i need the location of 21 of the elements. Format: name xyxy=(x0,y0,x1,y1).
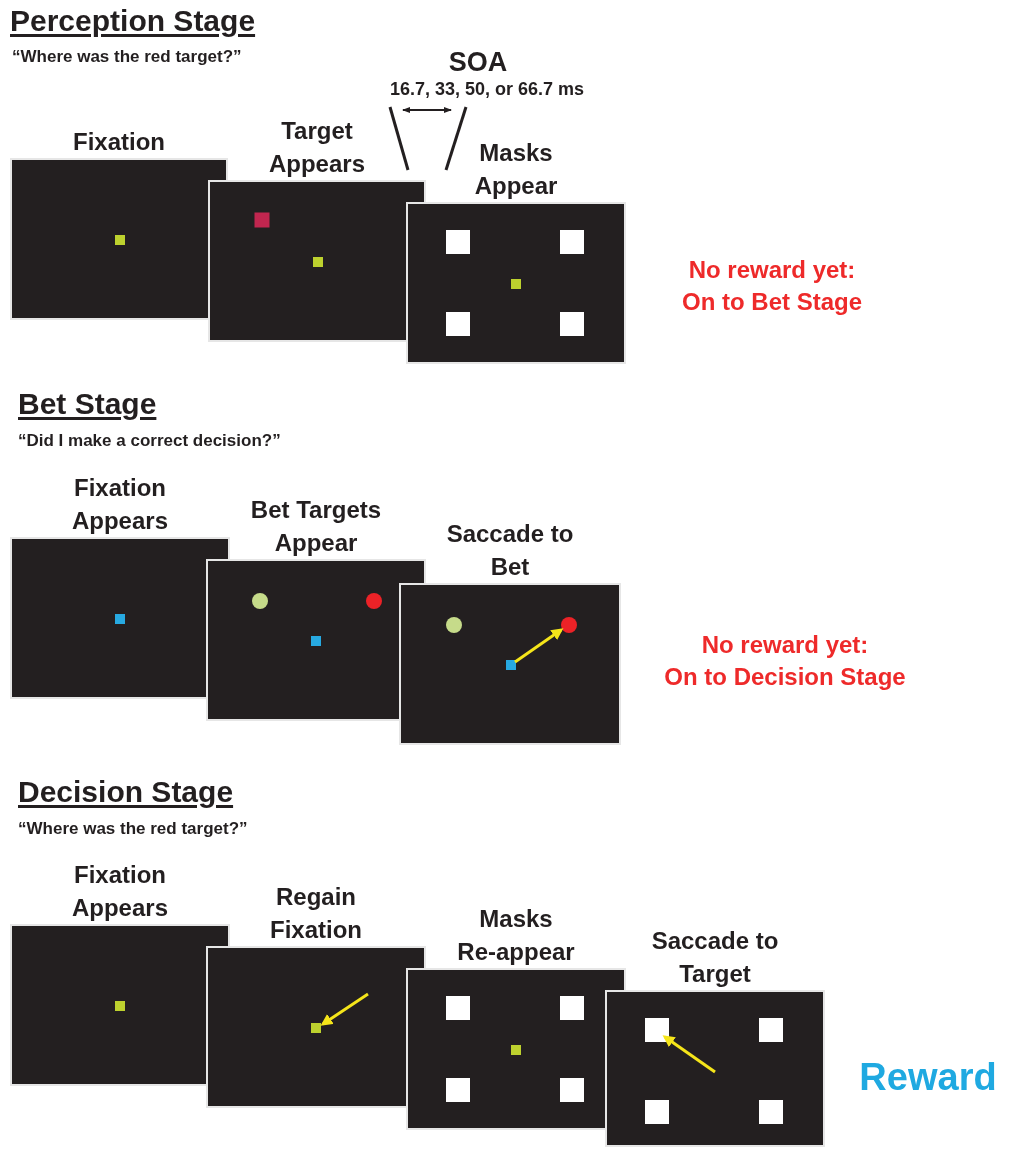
soa-values: 16.7, 33, 50, or 66.7 ms xyxy=(388,78,586,101)
stage-title: Perception Stage xyxy=(10,3,256,39)
screen-heading: Masks Appear xyxy=(473,137,559,201)
reward-text: Reward xyxy=(858,1055,998,1100)
screen-heading: Fixation Appears xyxy=(70,859,169,923)
outcome-note: No reward yet: On to Decision Stage xyxy=(663,630,907,693)
screen-heading: Target Appears xyxy=(267,115,366,179)
screen-heading: Fixation xyxy=(72,126,166,157)
soa-title: SOA xyxy=(447,46,509,79)
stage-title: Decision Stage xyxy=(18,774,234,810)
stage-question: “Where was the red target?” xyxy=(12,46,242,68)
screen-heading: Masks Re-appear xyxy=(456,903,576,967)
outcome-note: No reward yet: On to Bet Stage xyxy=(681,255,863,318)
screen-heading: Bet Targets Appear xyxy=(249,494,383,558)
screen-heading: Saccade to Bet xyxy=(445,518,575,582)
screen-heading: Regain Fixation xyxy=(269,881,363,945)
stage-question: “Where was the red target?” xyxy=(18,818,248,840)
stage-question: “Did I make a correct decision?” xyxy=(18,430,281,452)
screen-heading: Saccade to Target xyxy=(650,925,780,989)
stage-title: Bet Stage xyxy=(18,386,157,422)
screen-heading: Fixation Appears xyxy=(70,472,169,536)
